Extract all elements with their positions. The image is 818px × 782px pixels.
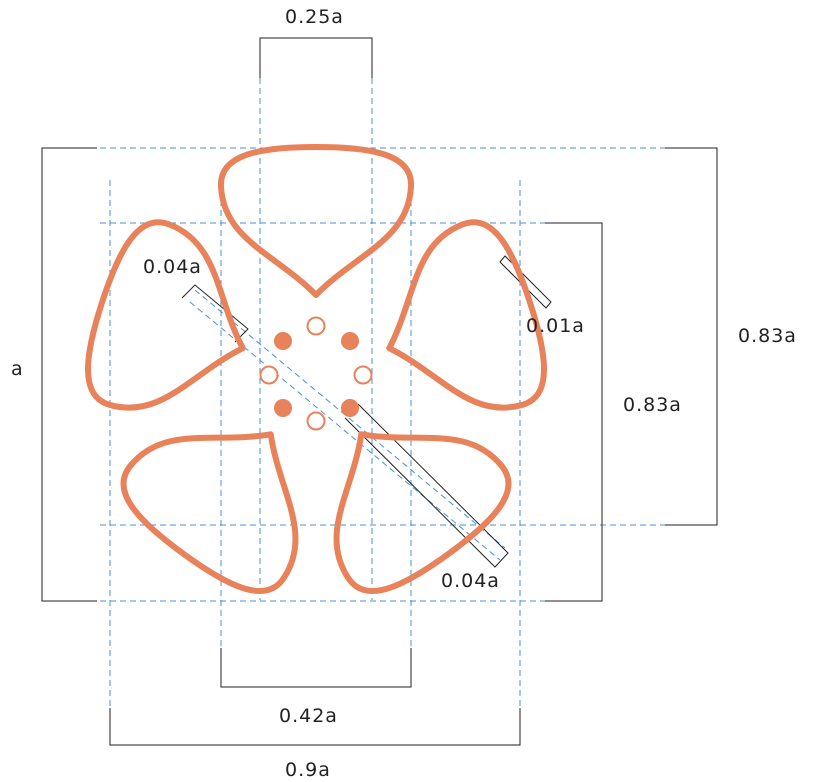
petal-upper-left — [84, 219, 246, 411]
guide-diagonal-2 — [194, 289, 506, 549]
label-right-inner-height: 0.83a — [623, 394, 682, 416]
construction-guides — [100, 78, 665, 710]
slot-upper-right — [499, 255, 552, 309]
stamens — [259, 316, 373, 431]
stamen-filled-2 — [341, 332, 359, 350]
dimension-top-width — [259, 37, 373, 78]
stamen-filled-4 — [341, 399, 359, 417]
petal-upper-right — [386, 219, 548, 411]
dimension-inner-width — [220, 648, 412, 688]
label-inner-width: 0.42a — [279, 705, 338, 727]
slot-lower-right — [344, 403, 509, 568]
stamen-filled-3 — [274, 399, 292, 417]
stamen-hollow-4 — [306, 411, 326, 431]
label-top-width: 0.25a — [285, 6, 344, 28]
dimension-labels: 0.25a a 0.83a 0.83a 0.42a 0.9a 0.04a 0.0… — [11, 6, 797, 781]
guide-diagonal-1 — [189, 301, 501, 561]
petal-lower-right — [333, 431, 512, 594]
dimension-total-width — [109, 708, 521, 746]
petal-top — [217, 144, 415, 298]
label-slot-upper-left: 0.04a — [143, 256, 202, 278]
label-total-height: a — [11, 358, 24, 380]
stamen-filled-1 — [274, 332, 292, 350]
label-slot-upper-right: 0.01a — [526, 315, 585, 337]
dimension-lines — [41, 37, 718, 746]
label-slot-lower-right: 0.04a — [441, 570, 500, 592]
stamen-hollow-1 — [306, 316, 326, 336]
slot-upper-left — [181, 284, 249, 343]
dimension-right-inner-height — [545, 222, 603, 602]
label-right-outer-height: 0.83a — [738, 325, 797, 347]
plum-blossom — [84, 144, 548, 594]
dimension-right-outer-height — [665, 147, 718, 526]
label-total-width: 0.9a — [285, 759, 331, 781]
stamen-hollow-2 — [259, 365, 279, 385]
stamen-hollow-3 — [353, 365, 373, 385]
dimension-total-height — [41, 147, 97, 602]
petal-lower-left — [120, 431, 299, 594]
